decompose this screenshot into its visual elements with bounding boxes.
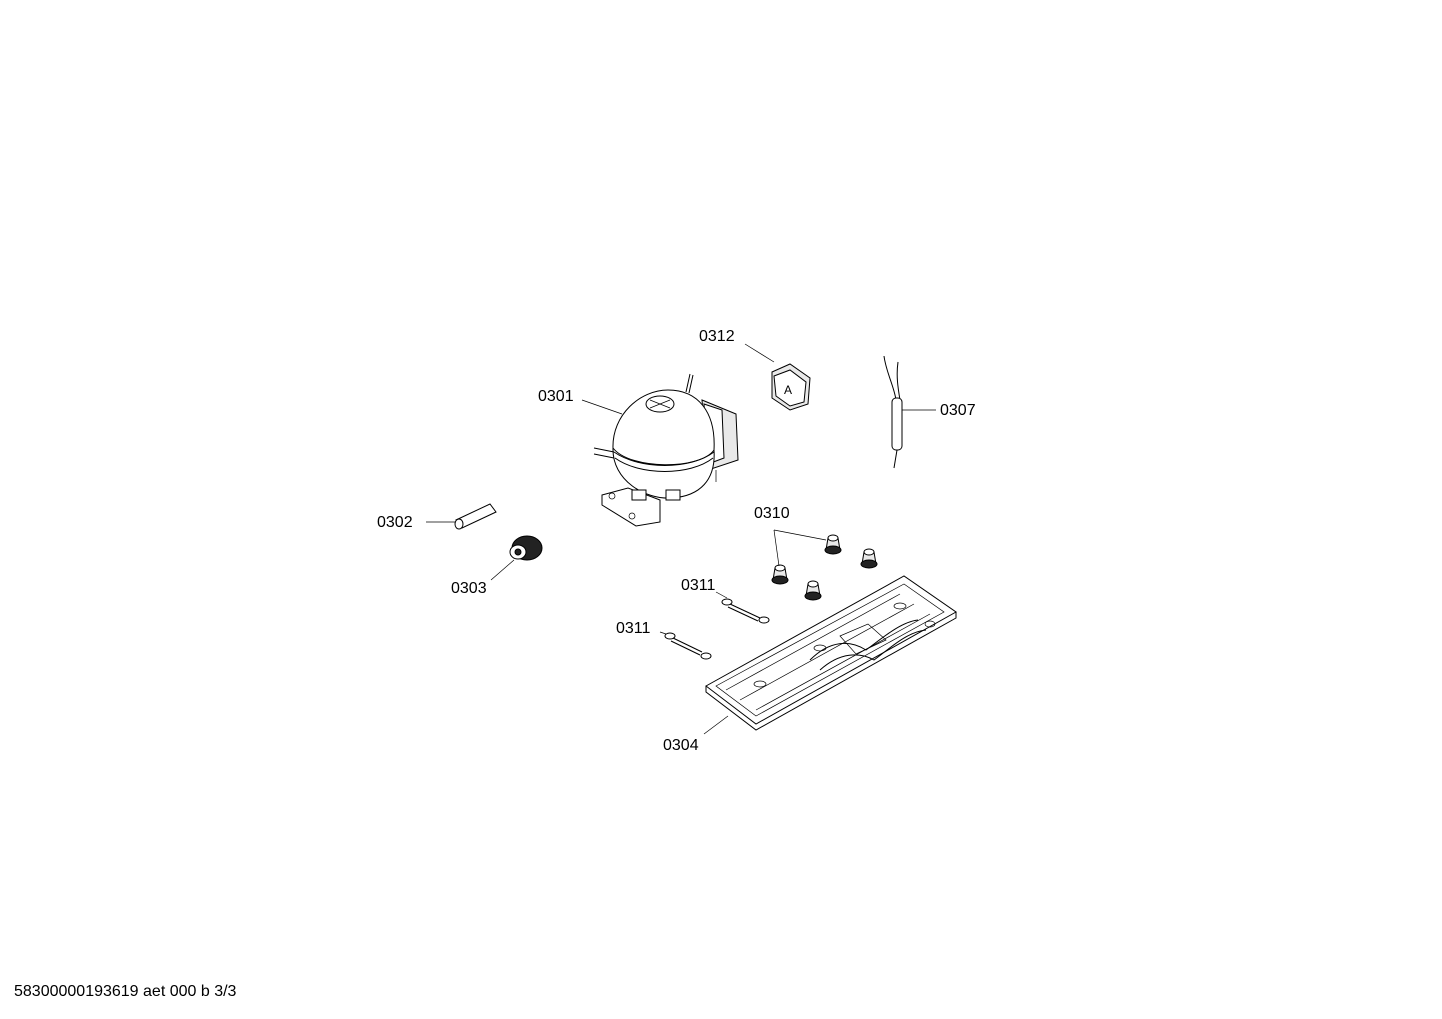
callout-0312: 0312	[699, 328, 735, 345]
pin-part	[454, 503, 497, 530]
cable-sensor-part	[883, 355, 903, 469]
callout-0302: 0302	[377, 514, 413, 531]
grommet-part	[509, 535, 543, 561]
svg-text:A: A	[784, 383, 792, 397]
callout-0304: 0304	[663, 737, 699, 754]
callout-0311-lower: 0311	[616, 620, 651, 637]
compressor-part	[593, 373, 739, 527]
callout-0301: 0301	[538, 388, 574, 405]
callout-0307: 0307	[940, 402, 976, 419]
callout-0311-upper: 0311	[681, 577, 716, 594]
clip-part	[664, 598, 770, 660]
callout-0310: 0310	[754, 505, 790, 522]
document-reference-footer: 58300000193619 aet 000 b 3/3	[14, 983, 237, 1000]
callout-0303: 0303	[451, 580, 487, 597]
base-tray-part	[705, 575, 957, 731]
rubber-foot-part	[771, 534, 878, 601]
leader-lines	[426, 343, 936, 735]
starter-relay-part: A	[771, 363, 811, 411]
